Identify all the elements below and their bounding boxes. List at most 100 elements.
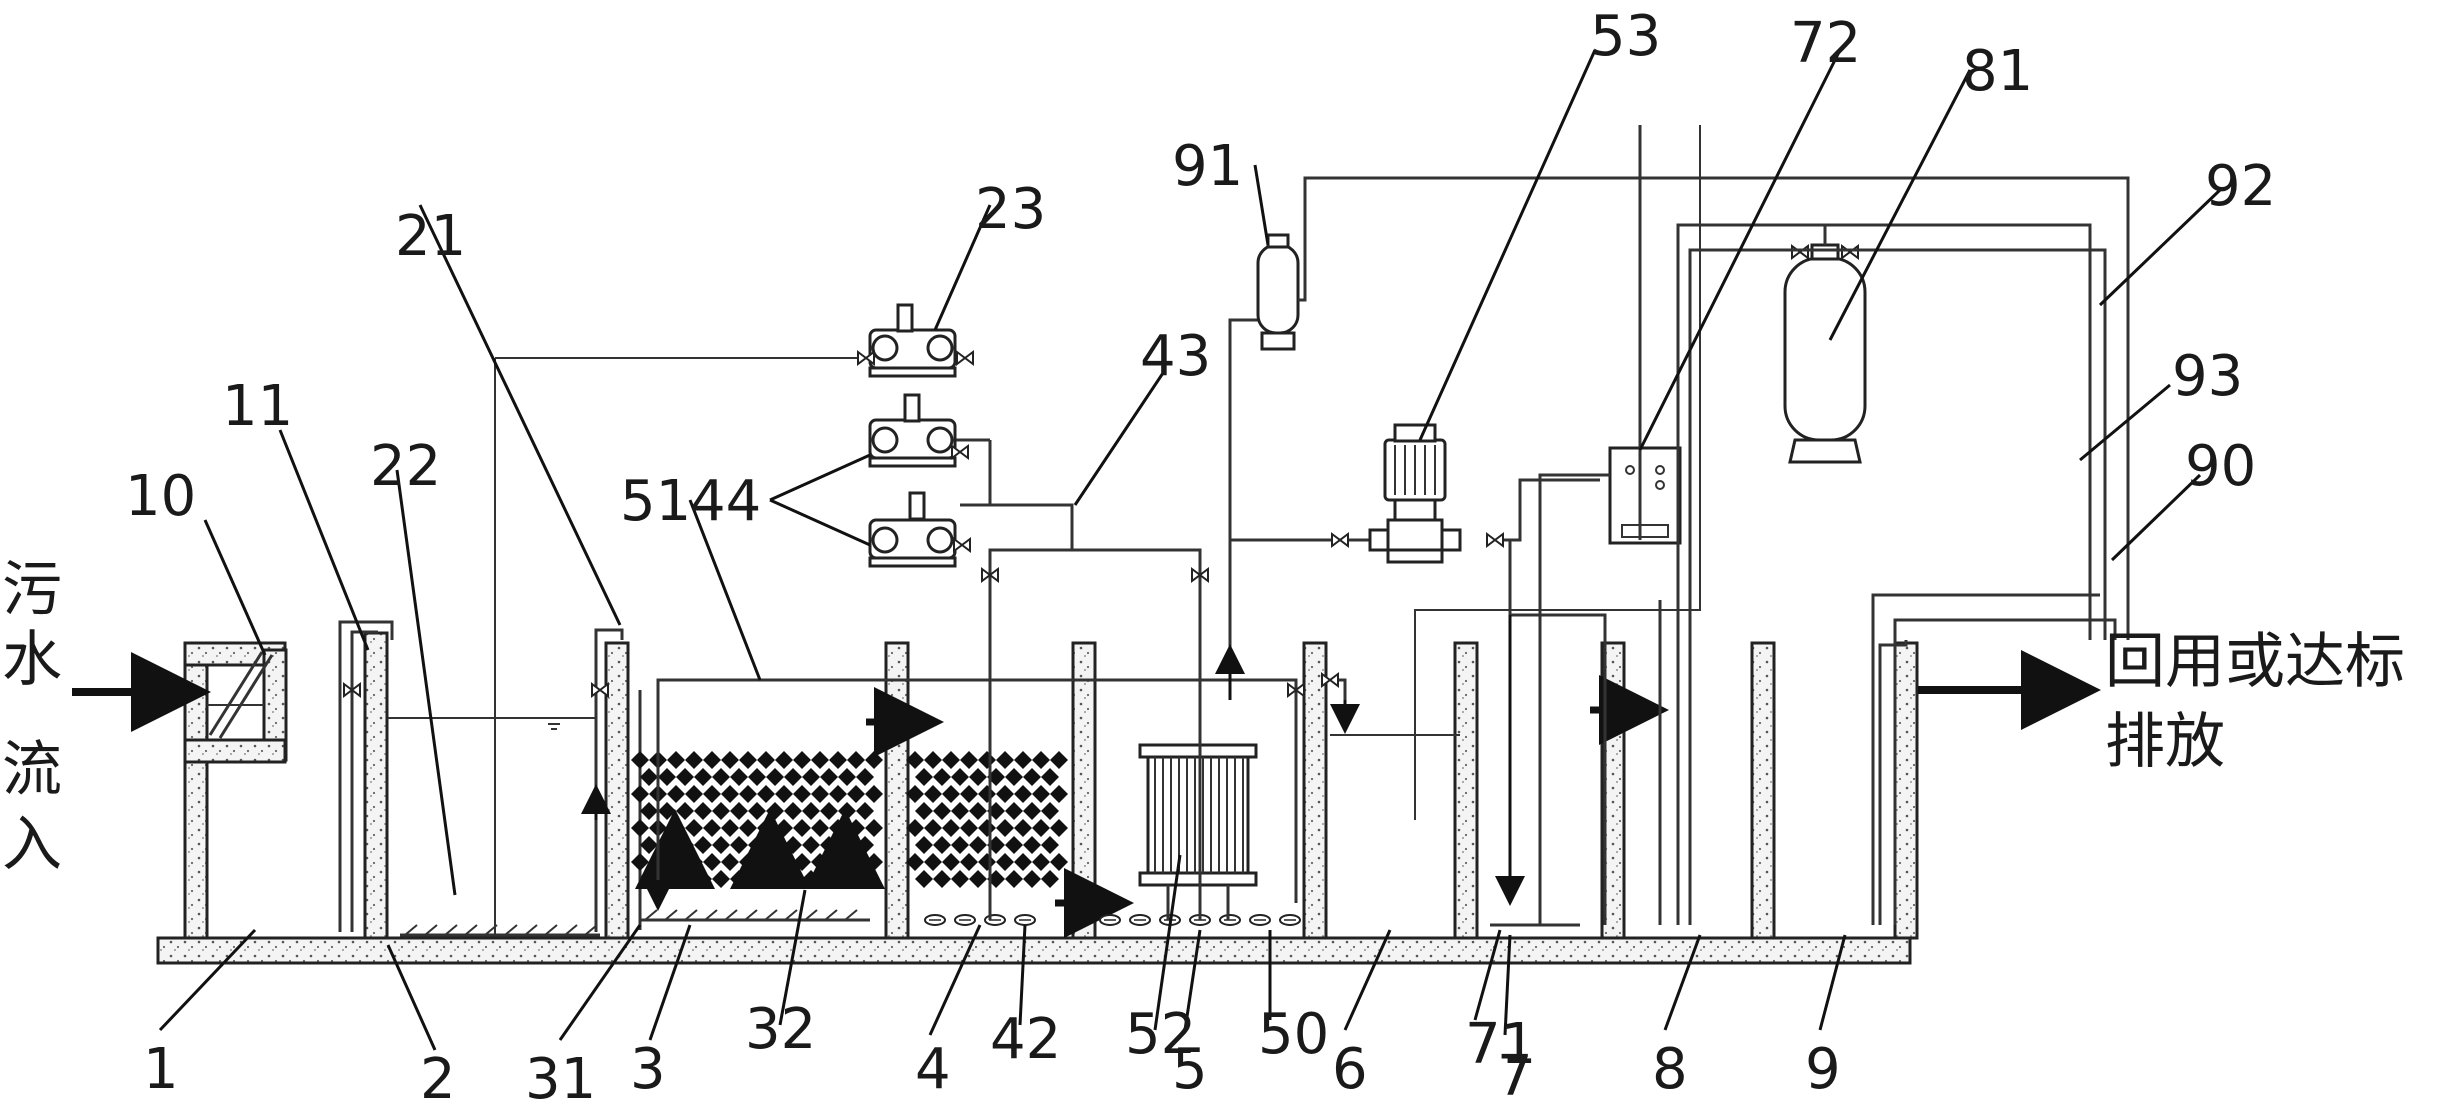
- label-93: 93: [2172, 344, 2243, 409]
- fill-media-element: [739, 819, 757, 837]
- wall-right: [1893, 641, 1919, 940]
- outflow-text-line2: 排放: [2105, 707, 2225, 777]
- fill-media-element: [748, 870, 766, 888]
- fill-media-element: [775, 819, 793, 837]
- fill-media-element: [757, 785, 775, 803]
- label-91: 91: [1172, 134, 1243, 199]
- label-8: 8: [1652, 1037, 1688, 1102]
- vessel-91: [1256, 176, 2130, 640]
- fill-media-element: [978, 853, 996, 871]
- fill-media-element: [748, 802, 766, 820]
- fill-media-element: [703, 785, 721, 803]
- fill-media-element: [942, 751, 960, 769]
- flow-arrows: [866, 675, 1669, 938]
- label-4: 4: [915, 1037, 951, 1102]
- fill-media-element: [712, 768, 730, 786]
- fill-media-element: [703, 819, 721, 837]
- label-81: 81: [1962, 39, 2033, 104]
- outflow-text-line1: 回用或达标: [2105, 627, 2405, 697]
- fill-media-element: [969, 768, 987, 786]
- fill-media-element: [820, 836, 838, 854]
- fill-media-element: [978, 751, 996, 769]
- label-71: 71: [1465, 1012, 1536, 1077]
- inlet-pipe: [338, 620, 595, 932]
- aeration-grid-tank3: [635, 809, 885, 922]
- fill-media-element: [942, 819, 960, 837]
- wall-4-5: [1071, 641, 1097, 940]
- fill-media-element: [730, 836, 748, 854]
- fill-media-element: [748, 768, 766, 786]
- fill-media-element: [640, 768, 658, 786]
- air-manifold: [955, 438, 1209, 920]
- pipe-tank6: [1414, 125, 1701, 820]
- wall-left: [183, 641, 209, 940]
- fill-media-element: [685, 751, 703, 769]
- fill-media-element: [847, 785, 865, 803]
- fill-media-element: [730, 768, 748, 786]
- label-23: 23: [975, 177, 1046, 242]
- wall-5-6: [1302, 641, 1328, 940]
- fill-media-element: [685, 785, 703, 803]
- blower-44-lower: [868, 491, 971, 568]
- fill-media-element: [996, 785, 1014, 803]
- fill-media-element: [960, 751, 978, 769]
- fill-media-element: [996, 751, 1014, 769]
- blower-44-upper: [868, 393, 969, 468]
- fill-media-element: [820, 768, 838, 786]
- fill-media-element: [676, 768, 694, 786]
- fill-media-element: [784, 870, 802, 888]
- fill-media-element: [1050, 751, 1068, 769]
- fill-media-element: [924, 751, 942, 769]
- label-92: 92: [2205, 154, 2276, 219]
- fill-media-element: [856, 870, 874, 888]
- fill-media-element: [865, 751, 883, 769]
- fill-media-element: [1014, 819, 1032, 837]
- fill-media-element: [924, 853, 942, 871]
- leader-lines: [158, 49, 2222, 1051]
- fill-media-element: [1041, 836, 1059, 854]
- fill-media-element: [811, 751, 829, 769]
- fill-media-element: [667, 785, 685, 803]
- label-7: 7: [1497, 1044, 1533, 1108]
- fill-media-element: [1005, 768, 1023, 786]
- fill-media-element: [685, 853, 703, 871]
- tank-floor: [156, 936, 1912, 965]
- vessel-81: [1676, 223, 2092, 925]
- fill-media-element: [703, 853, 721, 871]
- fill-media-element: [748, 836, 766, 854]
- fill-media-element: [978, 785, 996, 803]
- label-90: 90: [2185, 434, 2256, 499]
- fill-media-element: [766, 768, 784, 786]
- label-5: 5: [1172, 1037, 1208, 1102]
- fill-media-element: [793, 819, 811, 837]
- fill-media-element: [739, 751, 757, 769]
- fill-media-element: [1023, 802, 1041, 820]
- wall-1-2: [363, 631, 389, 940]
- label-1: 1: [143, 1037, 179, 1102]
- fill-media-element: [694, 768, 712, 786]
- fill-media-element: [658, 768, 676, 786]
- fill-media-element: [942, 853, 960, 871]
- fill-media-element: [712, 870, 730, 888]
- fill-media-element: [1032, 785, 1050, 803]
- control-box-72: [1538, 446, 1682, 925]
- fill-media-element: [1032, 751, 1050, 769]
- fill-media-element: [712, 802, 730, 820]
- fill-media-element: [915, 802, 933, 820]
- fill-media-element: [942, 785, 960, 803]
- wall-6-7: [1453, 641, 1479, 940]
- fill-media-element: [631, 751, 649, 769]
- label-72: 72: [1790, 11, 1861, 76]
- fill-media-element: [640, 802, 658, 820]
- fill-media-element: [802, 870, 820, 888]
- fill-media-element: [1041, 870, 1059, 888]
- fill-media-element: [960, 785, 978, 803]
- inflow-char-2: 水: [2, 625, 62, 695]
- label-3: 3: [630, 1037, 666, 1102]
- fill-media-element: [838, 768, 856, 786]
- fill-media-element: [1023, 836, 1041, 854]
- fill-media-element: [933, 870, 951, 888]
- fill-media-element: [865, 785, 883, 803]
- pump-53: [1368, 423, 1462, 564]
- fill-media-element: [802, 768, 820, 786]
